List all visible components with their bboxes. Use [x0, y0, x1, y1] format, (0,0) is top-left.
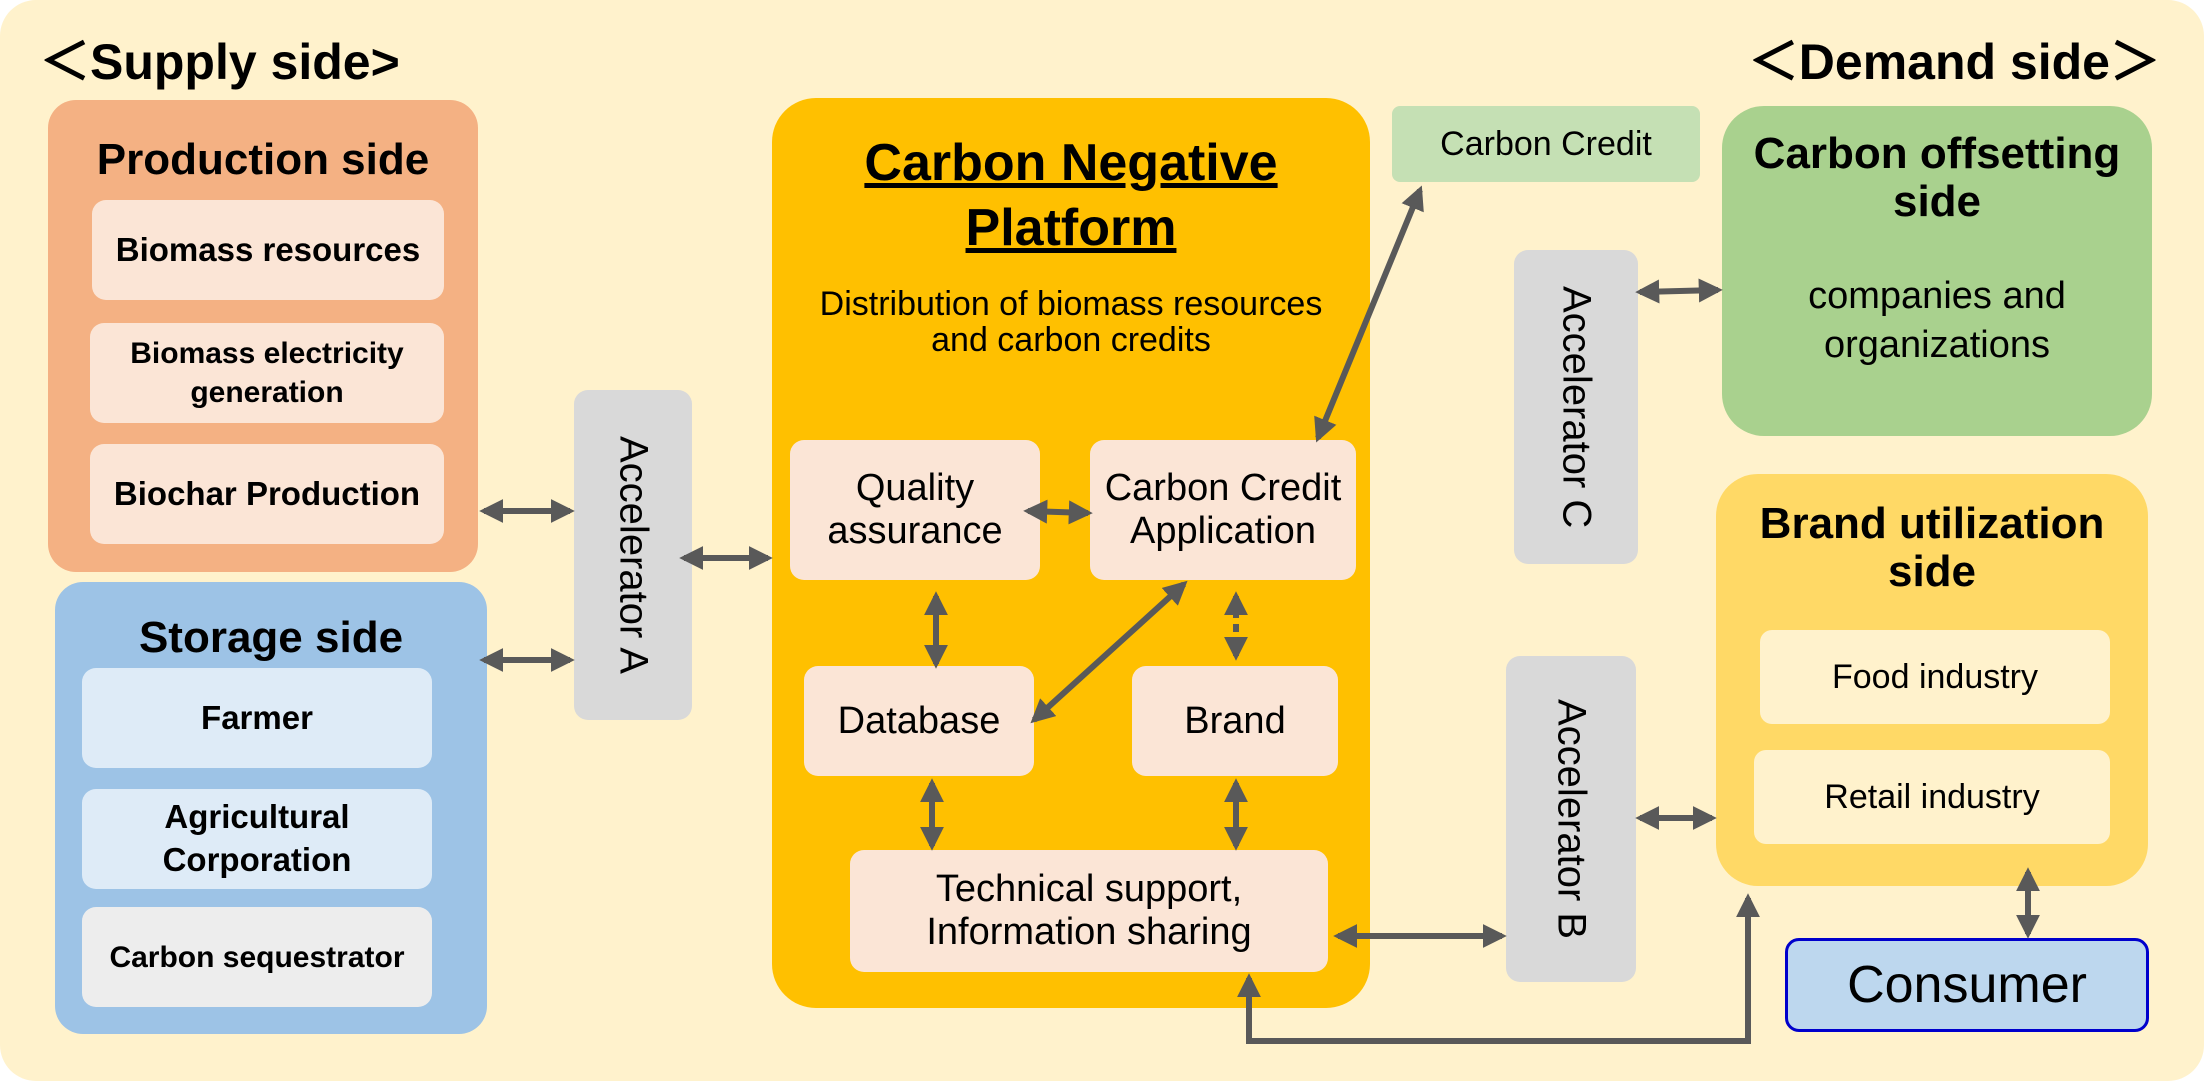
carbon-offsetting-title: Carbon offsetting side	[1753, 129, 2121, 226]
platform-title: Carbon Negative Platform	[864, 134, 1278, 257]
accelerator-b-label: Accelerator B	[1549, 698, 1594, 940]
carbon-credit-application-box: Carbon Credit Application	[1090, 440, 1356, 580]
quality-assurance-box: Quality assurance	[790, 440, 1040, 580]
technical-support-box: Technical support, Information sharing	[850, 850, 1328, 972]
brand-box: Brand	[1132, 666, 1338, 776]
consumer-box: Consumer	[1785, 938, 2149, 1032]
accelerator-b: Accelerator B	[1506, 656, 1636, 982]
brand-utilization-side: Brand utilization side Food industry Ret…	[1716, 474, 2148, 886]
retail-industry-box: Retail industry	[1754, 750, 2110, 844]
production-item-biomass-electricity: Biomass electricity generation	[90, 323, 444, 423]
storage-side-title: Storage side	[138, 613, 404, 663]
accelerator-c-label: Accelerator C	[1554, 285, 1599, 529]
demand-side-label: ＜Demand side＞	[1748, 34, 2160, 90]
production-side-box: Production side Biomass resources Biomas…	[48, 100, 478, 572]
supply-side-label: ＜Supply side>	[40, 34, 400, 90]
brand-utilization-title: Brand utilization side	[1759, 499, 2105, 596]
carbon-credit-label: Carbon Credit	[1392, 106, 1700, 182]
food-industry-box: Food industry	[1760, 630, 2110, 724]
accelerator-a-label: Accelerator A	[611, 436, 656, 674]
storage-item-agricultural-corporation: Agricultural Corporation	[82, 789, 432, 889]
production-item-biochar: Biochar Production	[90, 444, 444, 544]
platform-subtitle: Distribution of biomass resources and ca…	[819, 285, 1323, 359]
storage-item-carbon-sequestrator: Carbon sequestrator	[82, 907, 432, 1007]
production-side-title: Production side	[96, 135, 430, 185]
storage-item-farmer: Farmer	[82, 668, 432, 768]
arrow-accelerator-c-offsetting	[1635, 278, 1723, 304]
accelerator-c: Accelerator C	[1514, 250, 1638, 564]
accelerator-a: Accelerator A	[574, 390, 692, 720]
carbon-offsetting-side: Carbon offsetting side companies and org…	[1722, 106, 2152, 436]
carbon-negative-platform: Carbon Negative Platform Distribution of…	[772, 98, 1370, 1008]
companies-organizations-text: companies and organizations	[1808, 274, 2066, 366]
production-item-biomass-resources: Biomass resources	[92, 200, 444, 300]
storage-side-box: Storage side Farmer Agricultural Corpora…	[55, 582, 487, 1034]
database-box: Database	[804, 666, 1034, 776]
